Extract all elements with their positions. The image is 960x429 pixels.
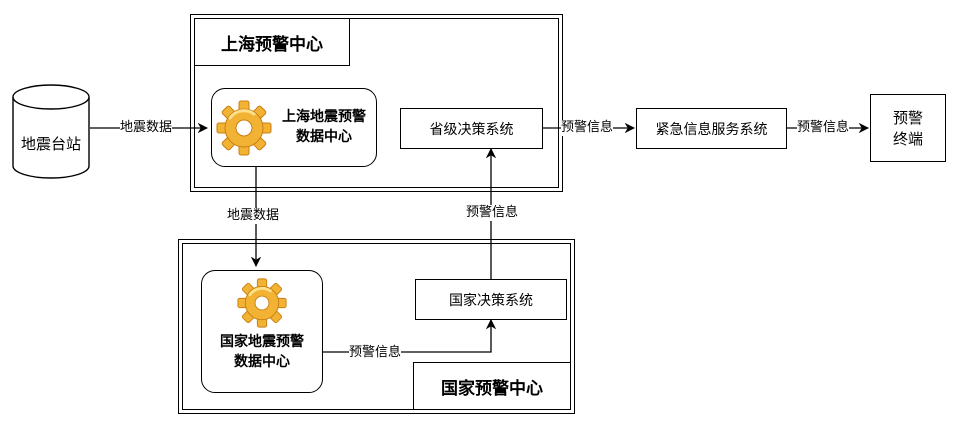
national-data-center-label-line2: 数据中心 — [234, 354, 290, 370]
shanghai-center-group-inner — [194, 18, 559, 188]
terminal-node[interactable]: 预警 终端 — [870, 94, 946, 162]
terminal-label-line2: 终端 — [892, 130, 923, 148]
seismic-station-node[interactable]: 地震台站 — [12, 83, 90, 180]
national-decision-node[interactable]: 国家决策系统 — [415, 279, 567, 320]
edge-label-shanghai-to-national: 地震数据 — [227, 208, 280, 224]
edge-label-national-data-to-decision: 预警信息 — [349, 345, 402, 361]
shanghai-center-group — [190, 14, 563, 192]
edge-label-station-to-shanghai: 地震数据 — [120, 120, 173, 136]
national-center-group — [178, 239, 575, 414]
national-center-group-inner — [182, 243, 571, 410]
database-cylinder-icon — [12, 84, 90, 179]
provincial-decision-node[interactable]: 省级决策系统 — [400, 108, 543, 149]
shanghai-data-center-label: 上海地震预警 数据中心 — [270, 107, 378, 147]
seismic-station-label: 地震台站 — [20, 135, 81, 153]
edge-label-national-to-provincial: 预警信息 — [466, 205, 519, 221]
edge-label-emergency-to-terminal: 预警信息 — [797, 120, 850, 136]
shanghai-center-title: 上海预警中心 — [194, 18, 350, 66]
national-data-center-label-line1: 国家地震预警 — [220, 334, 304, 350]
edge-label-provincial-to-emergency: 预警信息 — [561, 120, 614, 136]
gear-icon — [216, 98, 272, 158]
shanghai-data-center-label-line2: 数据中心 — [296, 129, 352, 145]
gear-icon — [234, 277, 290, 329]
shanghai-data-center-label-line1: 上海地震预警 — [282, 109, 366, 125]
national-data-center-label: 国家地震预警 数据中心 — [201, 332, 323, 372]
terminal-label-line1: 预警 — [892, 109, 923, 127]
national-center-title: 国家预警中心 — [413, 362, 571, 410]
emergency-service-node[interactable]: 紧急信息服务系统 — [636, 108, 787, 149]
